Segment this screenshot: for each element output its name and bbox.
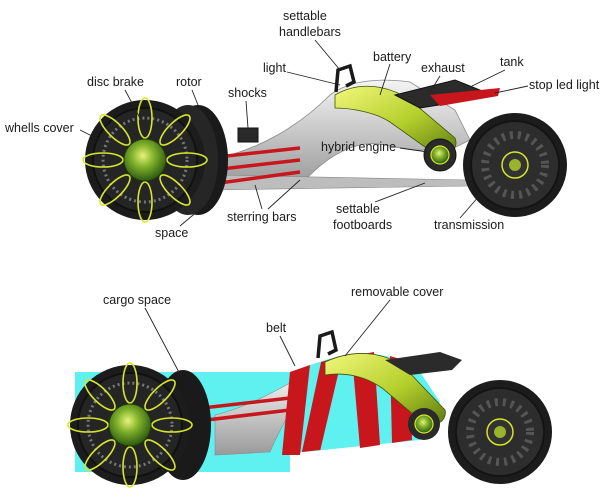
bottom-rear-wheel xyxy=(448,380,552,484)
leader-stop-led xyxy=(494,85,529,94)
bottom-bike xyxy=(67,329,552,488)
leader-handlebars xyxy=(314,39,341,71)
leader-sterring-bars-1 xyxy=(254,184,263,210)
top-handlebars xyxy=(334,63,357,93)
label-battery: battery xyxy=(373,50,412,64)
label-disc-brake: disc brake xyxy=(87,75,144,89)
label-transmission: transmission xyxy=(434,218,504,232)
top-engine-core xyxy=(430,145,450,165)
leader-disc-brake xyxy=(124,89,141,119)
label-rotor: rotor xyxy=(176,75,202,89)
leader-sterring-bars-2 xyxy=(267,179,301,210)
label-settable-footboards-2: footboards xyxy=(333,218,392,232)
leader-hybrid-engine xyxy=(399,147,429,153)
leader-belt xyxy=(279,335,296,367)
top-bike xyxy=(82,63,567,223)
leader-removable-cover xyxy=(344,299,391,357)
leader-footboards xyxy=(374,182,426,203)
leader-transmission xyxy=(459,194,481,219)
label-light: light xyxy=(263,61,286,75)
label-settable-footboards-1: settable xyxy=(336,202,380,216)
top-exhaust xyxy=(430,88,500,106)
label-removable-cover: removable cover xyxy=(351,285,443,299)
bottom-handlebars xyxy=(316,329,339,359)
leader-battery xyxy=(379,63,391,96)
top-shocks xyxy=(237,127,259,143)
leader-exhaust xyxy=(429,75,441,93)
bottom-engine-core xyxy=(414,414,434,434)
leader-tank xyxy=(469,69,506,88)
top-wheel-cover xyxy=(82,97,208,223)
top-rear-wheel xyxy=(463,113,567,217)
label-tank: tank xyxy=(500,55,524,69)
top-labels: settable handlebars light battery exhaus… xyxy=(4,9,600,240)
label-cargo-space: cargo space xyxy=(103,293,171,307)
leader-space xyxy=(179,204,206,227)
label-hybrid-engine: hybrid engine xyxy=(321,140,396,154)
bottom-labels: cargo space removable cover belt xyxy=(103,285,443,379)
leader-shocks xyxy=(245,100,249,129)
label-sterring-bars: sterring bars xyxy=(227,210,296,224)
leader-wheels-cover xyxy=(79,129,101,141)
leader-rotor xyxy=(191,89,201,111)
top-front-wheel xyxy=(82,97,228,223)
label-belt: belt xyxy=(266,321,287,335)
label-stop-led-light: stop led light xyxy=(529,78,600,92)
leader-light xyxy=(286,71,341,86)
label-wheels-cover: whells cover xyxy=(4,121,74,135)
bottom-tank xyxy=(385,352,462,375)
label-exhaust: exhaust xyxy=(421,61,465,75)
label-shocks: shocks xyxy=(228,86,267,100)
label-settable-handlebars-1: settable xyxy=(283,9,327,23)
label-space: space xyxy=(155,226,188,240)
label-settable-handlebars-2: handlebars xyxy=(279,25,341,39)
leader-cargo-space xyxy=(144,307,183,379)
bottom-front-wheel xyxy=(67,362,211,488)
